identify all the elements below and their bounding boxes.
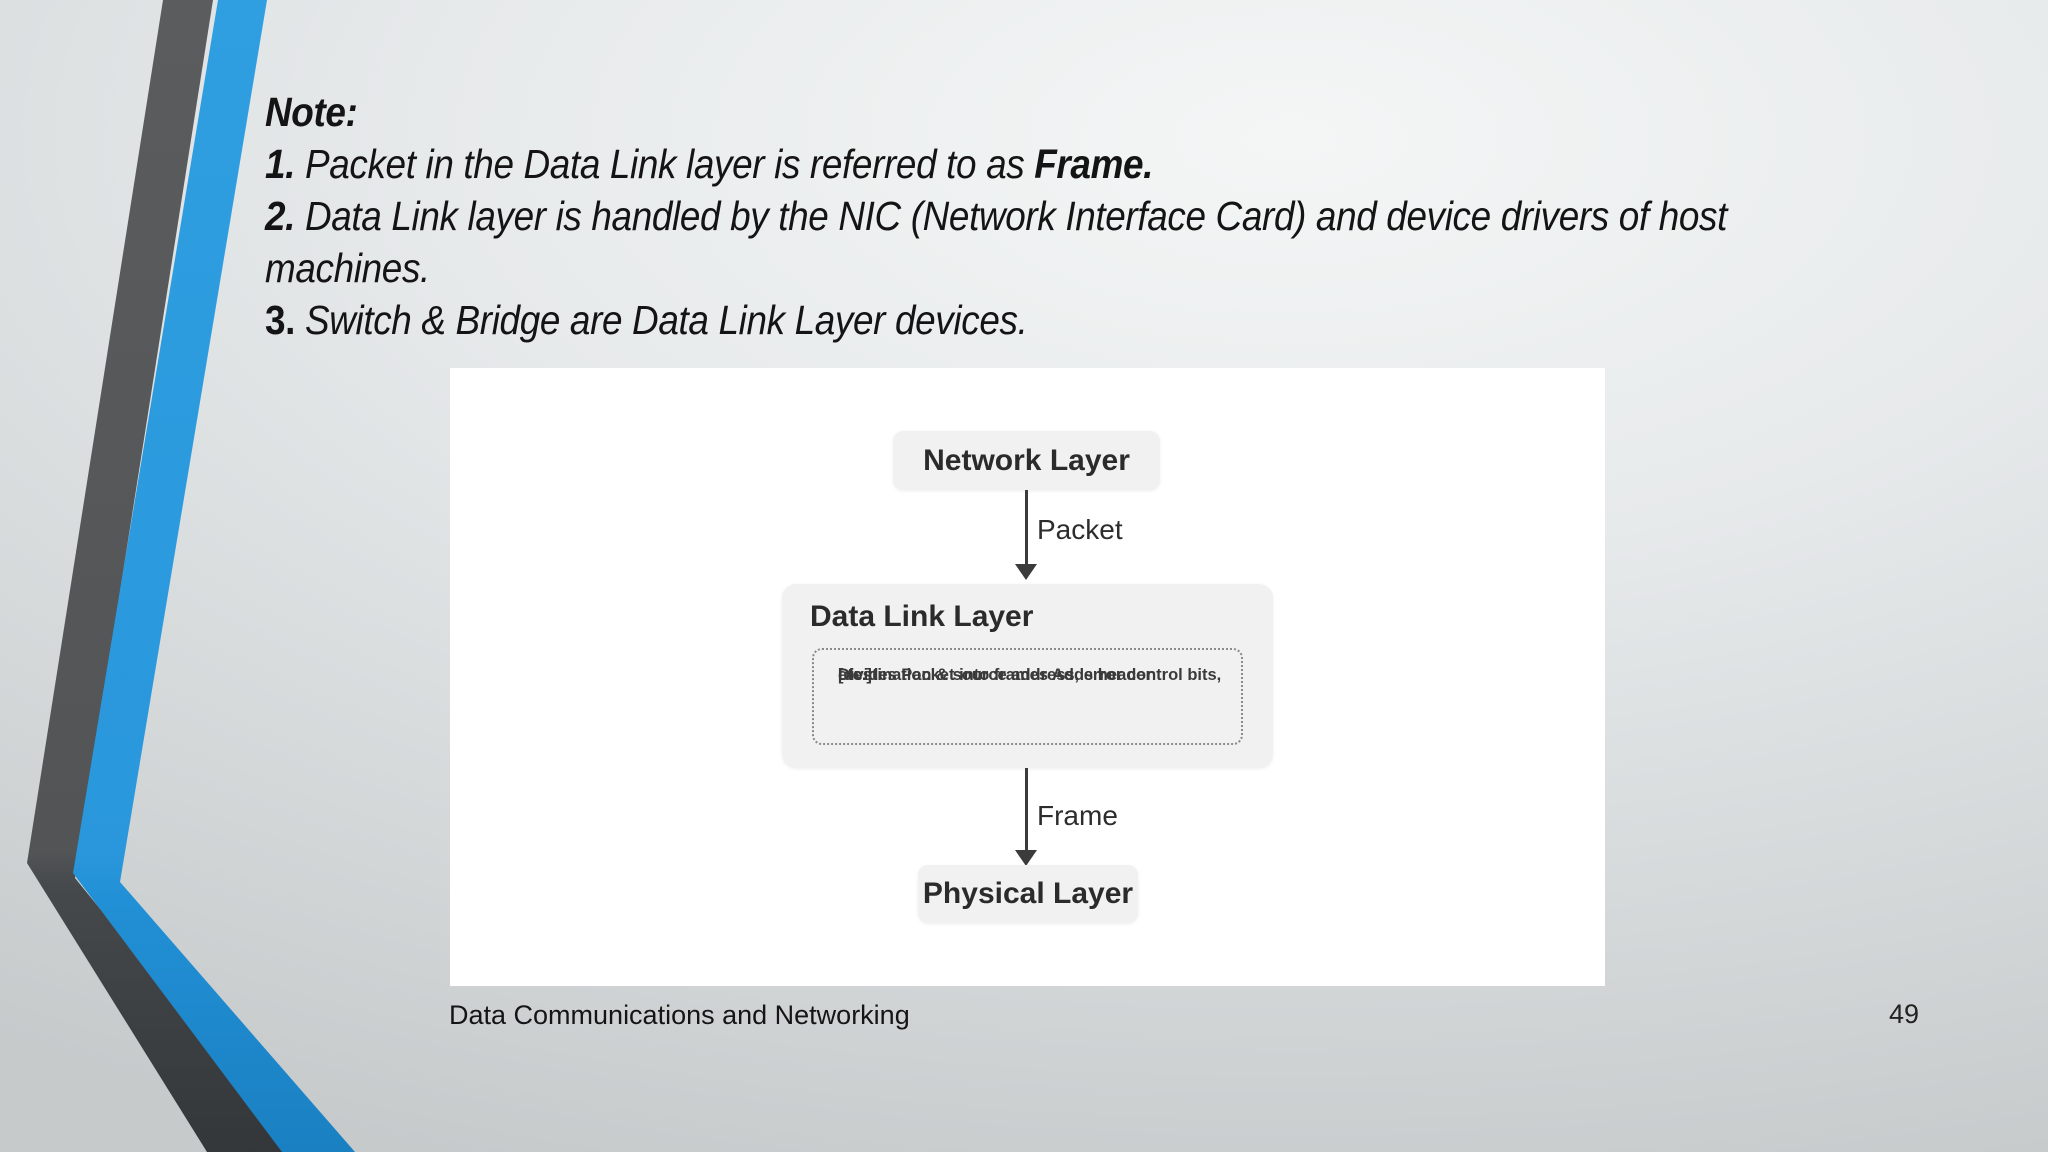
frame-label: Frame — [1037, 800, 1118, 831]
page-number: 49 — [1889, 999, 1920, 1029]
data-link-layer-detail: Divides Packet into frames Adds header[d… — [812, 648, 1243, 745]
note-line: 3. Switch & Bridge are Data Link Layer d… — [265, 297, 1028, 343]
stripe-gray — [27, 0, 297, 1152]
footer-title: Data Communications and Networking — [449, 1000, 910, 1030]
packet-arrow-line — [1025, 490, 1028, 566]
diagram-panel: Network Layer Packet Data Link Layer Div… — [450, 368, 1605, 986]
network-layer-box: Network Layer — [893, 431, 1160, 490]
physical-layer-label: Physical Layer — [922, 877, 1134, 910]
note-text-block: Note: 1. Packet in the Data Link layer is… — [265, 86, 2047, 346]
physical-layer-box: Physical Layer — [918, 865, 1138, 923]
left-stripe-decoration — [27, 0, 355, 1152]
packet-label: Packet — [1037, 514, 1123, 545]
network-layer-label: Network Layer — [923, 443, 1130, 477]
packet-arrow-head-icon — [1015, 564, 1037, 580]
note-line: Note: — [265, 89, 358, 135]
data-link-layer-box: Data Link Layer Divides Packet into fram… — [782, 584, 1273, 768]
note-line: 2. Data Link layer is handled by the NIC… — [265, 193, 1728, 239]
data-link-layer-title: Data Link Layer — [810, 600, 1034, 633]
frame-arrow-line — [1025, 768, 1028, 852]
detail-line: Divides Packet into frames Adds header — [838, 666, 1152, 684]
frame-arrow-head-icon — [1015, 850, 1037, 866]
detail-line: [destination & source address, error con… — [838, 666, 1222, 684]
note-line: 1. Packet in the Data Link layer is refe… — [265, 141, 1154, 187]
stripe-blue — [73, 0, 355, 1152]
note-line: machines. — [265, 245, 430, 291]
detail-line: etc.] — [838, 666, 872, 684]
